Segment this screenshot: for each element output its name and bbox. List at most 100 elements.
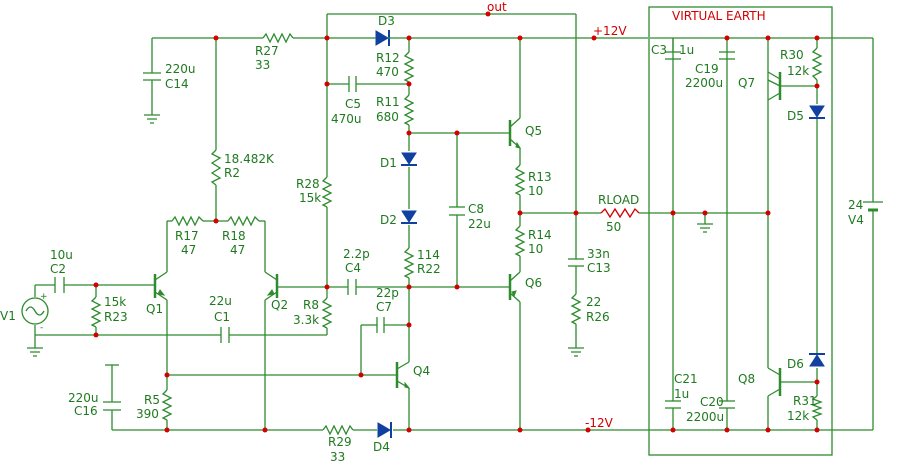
diode-d5: [809, 105, 825, 119]
r23-ref: R23: [104, 310, 128, 324]
diode-d6: [809, 353, 825, 367]
r23-val: 15k: [104, 295, 126, 309]
r27-ref: R27: [255, 44, 279, 58]
c21-val: 1u: [674, 387, 689, 401]
r22-val: 114: [417, 248, 440, 262]
r5-val: 390: [136, 407, 159, 421]
net-out-label: out: [487, 0, 507, 14]
r18-ref: R18: [222, 229, 246, 243]
ac-source-v1: + -: [21, 292, 49, 333]
resistor-r8: [321, 297, 333, 329]
transistor-q4: [395, 361, 411, 389]
capacitor-c4: [347, 279, 357, 295]
resistor-r28: [321, 176, 333, 208]
resistor-r22: [403, 247, 415, 279]
transistor-q8: [767, 367, 782, 397]
ground-symbols: [27, 114, 713, 357]
resistor-r29: [322, 424, 354, 436]
r12-ref: R12: [376, 51, 400, 65]
c21-ref: C21: [674, 372, 698, 386]
r8-val: 3.3k: [293, 313, 319, 327]
q5-ref: Q5: [525, 124, 542, 138]
capacitor-c16: [103, 364, 121, 411]
r29-ref: R29: [328, 435, 352, 449]
r13-ref: R13: [528, 170, 552, 184]
r14-ref: R14: [528, 228, 552, 242]
r8-ref: R8: [303, 298, 319, 312]
r17-ref: R17: [175, 229, 199, 243]
resistor-r18: [227, 215, 260, 227]
transistor-q6: [508, 271, 521, 303]
r5-ref: R5: [144, 393, 160, 407]
r31-val: 12k: [787, 409, 809, 423]
capacitor-c3: [665, 38, 681, 60]
c1-val: 22u: [209, 294, 232, 308]
resistor-r11: [403, 94, 415, 126]
transistor-q7: [767, 71, 782, 101]
transistor-q1: [153, 271, 168, 301]
d2-ref: D2: [380, 213, 397, 227]
r29-val: 33: [330, 450, 345, 464]
c5-ref: C5: [345, 97, 361, 111]
c1-ref: C1: [214, 310, 230, 324]
net-plus12v-label: +12V: [593, 24, 627, 38]
resistor-r27: [262, 32, 294, 44]
r12-val: 470: [376, 65, 399, 79]
c14-ref: C14: [165, 77, 189, 91]
q6-ref: Q6: [525, 276, 542, 290]
r11-val: 680: [376, 110, 399, 124]
c4-val: 2.2p: [343, 247, 370, 261]
resistor-r12: [403, 51, 415, 83]
v4-val: 24: [848, 198, 863, 212]
v4-ref: V4: [848, 213, 864, 227]
capacitor-c2: [54, 277, 65, 293]
capacitor-c19: [719, 51, 735, 60]
capacitor-c14: [143, 72, 161, 81]
capacitor-c1: [220, 327, 230, 343]
capacitor-c8: [449, 206, 465, 216]
r26-val: 22: [586, 295, 601, 309]
r28-ref: R28: [296, 177, 320, 191]
resistor-rload: [600, 207, 640, 219]
resistor-r23: [90, 296, 102, 328]
resistor-r13: [514, 164, 526, 196]
r18-val: 47: [230, 243, 245, 257]
capacitor-c7: [376, 317, 385, 333]
diode-d1: [401, 152, 417, 166]
diode-d4: [377, 422, 392, 438]
virtual-earth-box: [648, 6, 833, 456]
battery-v4: [863, 201, 883, 222]
c8-ref: C8: [468, 202, 484, 216]
c16-val: 220u: [68, 391, 99, 405]
transistor-q2: [264, 271, 279, 301]
q1-ref: Q1: [146, 302, 163, 316]
resistor-r5: [161, 389, 173, 421]
c20-val: 2200u: [686, 410, 724, 424]
c2-ref: C2: [50, 262, 66, 276]
capacitor-c5: [348, 76, 357, 92]
labels: out +12V -12V VIRTUAL EARTH R27 33 220u …: [0, 0, 864, 464]
r22-ref: R22: [417, 262, 441, 276]
q4-ref: Q4: [413, 364, 430, 378]
resistor-r17: [171, 215, 204, 227]
resistor-r31: [811, 395, 823, 421]
c16-ref: C16: [74, 404, 98, 418]
transistor-q5: [508, 117, 522, 149]
resistor-r14: [514, 225, 526, 257]
r11-ref: R11: [376, 95, 400, 109]
r2-ref: R2: [224, 166, 240, 180]
c7-val: 22p: [376, 286, 399, 300]
virtual-earth-title: VIRTUAL EARTH: [672, 9, 766, 23]
c3-val: 1u: [679, 43, 694, 57]
c20-ref: C20: [700, 395, 724, 409]
q8-ref: Q8: [738, 372, 755, 386]
components: + -: [21, 30, 883, 438]
svg-text:+: +: [40, 292, 48, 302]
net-minus12v-label: -12V: [585, 416, 614, 430]
c5-val: 470u: [331, 112, 362, 126]
r2-val: 18.482K: [224, 152, 275, 166]
c8-val: 22u: [468, 217, 491, 231]
r31-ref: R31: [793, 394, 817, 408]
svg-text:-: -: [40, 323, 43, 333]
